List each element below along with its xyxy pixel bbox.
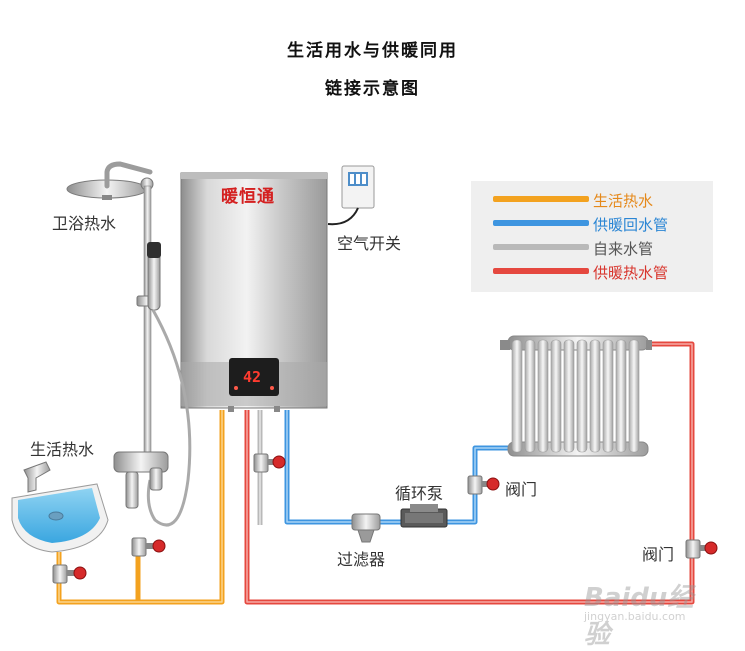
legend-swatch (493, 244, 589, 250)
legend-swatch (493, 268, 589, 274)
water-heater: 42 (180, 172, 328, 412)
legend: 生活热水 供暖回水管 自来水管 供暖热水管 (471, 181, 713, 292)
radiator (500, 335, 652, 457)
watermark-url: jingyan.baidu.com (584, 610, 686, 623)
watermark: Baidu经验 jingyan.baidu.com (584, 577, 704, 650)
valve-cold-icon (253, 453, 286, 473)
label-valve-radiator: 阀门 (505, 480, 538, 499)
legend-label: 生活热水 (593, 192, 654, 210)
wash-basin (11, 461, 109, 553)
diagram-title: 生活用水与供暖同用 (287, 41, 458, 61)
label-shower-hot-water: 卫浴热水 (52, 214, 117, 233)
label-valve-return: 阀门 (642, 545, 675, 564)
valve-hot-shower-icon (131, 537, 166, 557)
heater-control-panel (229, 358, 279, 396)
legend-label: 自来水管 (593, 240, 654, 258)
radiator-columns (511, 339, 640, 453)
heating-supply-pipe (244, 341, 695, 605)
label-domestic-hot-water: 生活热水 (30, 440, 95, 459)
legend-swatch (493, 196, 589, 202)
legend-item-heating-supply: 供暖热水管 (493, 262, 708, 282)
diagram-subtitle: 链接示意图 (325, 79, 420, 99)
legend-item-tap-water: 自来水管 (493, 238, 708, 258)
heater-brand-label: 暖恒通 (221, 187, 275, 207)
valve-return-icon (685, 539, 718, 559)
legend-item-heating-return: 供暖回水管 (493, 214, 708, 234)
shower-set (66, 161, 192, 527)
circulation-pump-icon (400, 504, 448, 528)
heater-display: 42 (243, 368, 261, 386)
label-circulation-pump: 循环泵 (395, 484, 444, 503)
label-air-switch: 空气开关 (337, 234, 402, 253)
air-switch (327, 165, 375, 226)
label-filter: 过滤器 (337, 550, 386, 569)
valve-hot-basin-icon (52, 564, 87, 584)
legend-swatch (493, 220, 589, 226)
legend-label: 供暖回水管 (593, 216, 669, 234)
legend-item-domestic-hot-water: 生活热水 (493, 190, 708, 210)
legend-label: 供暖热水管 (593, 264, 669, 282)
heating-return-pipe (284, 410, 508, 525)
filter-icon (351, 513, 381, 543)
valve-radiator-icon (467, 475, 500, 495)
